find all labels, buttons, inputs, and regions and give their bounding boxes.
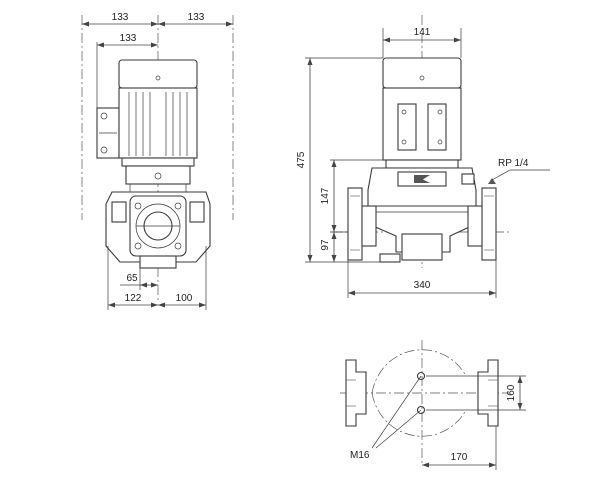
side-view: RP 1/4 141 475 147 97 340 [296, 15, 550, 298]
dim-plan-170: 170 [451, 452, 468, 463]
dim-front-motor: 133 [120, 33, 137, 44]
dim-side-141: 141 [414, 27, 431, 38]
label-rp-vent: RP 1/4 [498, 158, 529, 169]
motor [118, 59, 198, 192]
pump-head-side [367, 167, 477, 207]
dim-front-top-left: 133 [112, 12, 129, 23]
mounting-hole-top [416, 371, 426, 381]
plan-view: M16 160 170 [340, 340, 526, 470]
dim-front-65: 65 [126, 273, 138, 284]
plan-right-flange [477, 359, 499, 427]
dim-side-340: 340 [414, 280, 431, 291]
terminal-box [96, 107, 120, 159]
dim-front-122: 122 [125, 293, 142, 304]
pump-body-side [363, 205, 481, 263]
front-view: 133 133 133 65 122 100 [81, 12, 234, 310]
label-m16: M16 [350, 450, 370, 461]
left-flange [347, 187, 377, 261]
dim-side-475: 475 [296, 151, 307, 168]
mounting-hole-bottom [416, 405, 426, 415]
motor-side [382, 57, 462, 169]
dim-front-100: 100 [176, 293, 193, 304]
plan-left-flange [345, 359, 367, 427]
dim-side-147: 147 [320, 187, 331, 204]
right-flange [467, 187, 497, 261]
pump-housing-front [105, 191, 211, 269]
dim-side-97: 97 [320, 239, 331, 251]
dim-plan-160: 160 [506, 384, 517, 401]
dim-front-top-right: 133 [188, 12, 205, 23]
